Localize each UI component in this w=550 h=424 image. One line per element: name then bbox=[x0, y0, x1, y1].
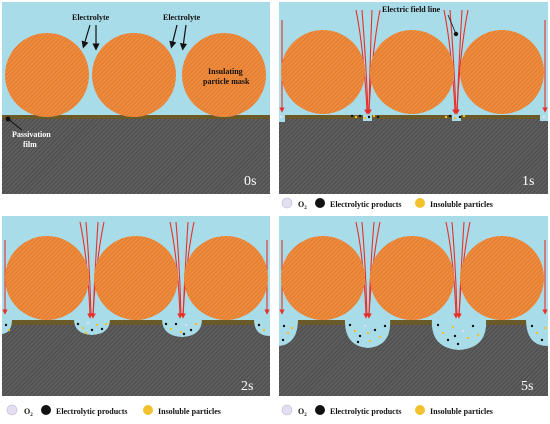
reaction-particles bbox=[279, 114, 546, 120]
passivation-film bbox=[2, 115, 270, 119]
substrate bbox=[2, 324, 270, 396]
insulating-particle bbox=[94, 236, 178, 320]
callout-mask-line1: Insulating bbox=[208, 67, 243, 76]
insulating-particle bbox=[460, 30, 544, 114]
etch-pit bbox=[279, 115, 285, 122]
substrate bbox=[279, 324, 548, 396]
insulating-particle bbox=[370, 30, 454, 114]
legend-electrolytic-products: Electrolytic products bbox=[330, 407, 401, 416]
electric-field-lines bbox=[279, 9, 548, 115]
etch-pit bbox=[363, 115, 372, 121]
insulating-particle bbox=[281, 236, 365, 320]
panel-2s: 2s bbox=[2, 216, 270, 396]
o2-bubble-icon bbox=[281, 197, 293, 209]
insulating-particle bbox=[5, 33, 89, 117]
time-label: 5s bbox=[521, 379, 533, 394]
passivation-film bbox=[2, 320, 270, 325]
arrow bbox=[81, 24, 91, 49]
legend-insoluble-particles: Insoluble particles bbox=[430, 407, 493, 416]
o2-bubble-icon bbox=[281, 404, 293, 416]
callout-electrolyte-right: Electrolyte bbox=[163, 13, 201, 22]
legend-insoluble-particles: Insoluble particles bbox=[430, 200, 493, 209]
etch-pit bbox=[452, 115, 461, 121]
legend-bottom-right: O2 Electrolytic products Insoluble parti… bbox=[281, 404, 493, 418]
time-label: 2s bbox=[241, 379, 253, 394]
electrolytic-product-icon bbox=[41, 405, 51, 415]
callout-film-line2: film bbox=[23, 140, 37, 149]
insulating-particle bbox=[184, 236, 268, 320]
callout-mask-line2: particle mask bbox=[203, 77, 250, 86]
time-label: 1s bbox=[522, 174, 534, 189]
time-label: 0s bbox=[244, 174, 256, 189]
insoluble-particle-icon bbox=[415, 198, 425, 208]
electrolytic-product-icon bbox=[315, 198, 325, 208]
legend-o2-label: O2 bbox=[298, 407, 307, 418]
etch-pit bbox=[74, 319, 110, 335]
insulating-particle bbox=[370, 236, 454, 320]
legend-o2-label: O2 bbox=[298, 200, 307, 211]
substrate bbox=[2, 118, 270, 194]
legend-bottom-left: O2 Electrolytic products Insoluble parti… bbox=[6, 404, 221, 418]
insulating-particle bbox=[182, 33, 266, 117]
electrolytic-product-icon bbox=[315, 405, 325, 415]
etch-pit bbox=[2, 319, 12, 334]
legend-top: O2 Electrolytic products Insoluble parti… bbox=[281, 197, 493, 211]
insoluble-particle-icon bbox=[415, 405, 425, 415]
reaction-particles bbox=[281, 323, 547, 346]
panel-0s: Electrolyte Electrolyte Insulating parti… bbox=[2, 2, 270, 194]
arrow bbox=[169, 24, 178, 49]
reaction-particles bbox=[4, 321, 266, 336]
panel-1s: Electric field line 1s bbox=[279, 2, 548, 194]
passivation-film bbox=[279, 320, 548, 325]
pointer-line bbox=[447, 14, 457, 35]
callout-electric-field-line: Electric field line bbox=[382, 5, 441, 14]
legend-electrolytic-products: Electrolytic products bbox=[56, 407, 127, 416]
insulating-particle bbox=[460, 236, 544, 320]
etch-pit bbox=[162, 319, 202, 337]
arrow bbox=[179, 24, 188, 51]
o2-bubble-icon bbox=[6, 404, 18, 416]
insulating-particle bbox=[5, 236, 89, 320]
insoluble-particle-icon bbox=[143, 405, 153, 415]
legend-o2-label: O2 bbox=[24, 407, 33, 418]
pointer-line bbox=[7, 118, 23, 131]
substrate bbox=[279, 118, 548, 194]
insulating-particle bbox=[92, 33, 176, 117]
etch-pit bbox=[254, 319, 270, 336]
passivation-film bbox=[279, 115, 548, 119]
insulating-particle bbox=[281, 30, 365, 114]
legend-electrolytic-products: Electrolytic products bbox=[330, 200, 401, 209]
callout-film-line1: Passivation bbox=[12, 130, 51, 139]
legend-insoluble-particles: Insoluble particles bbox=[158, 407, 221, 416]
callout-electrolyte-left: Electrolyte bbox=[72, 13, 110, 22]
panel-5s: 5s bbox=[279, 216, 548, 396]
